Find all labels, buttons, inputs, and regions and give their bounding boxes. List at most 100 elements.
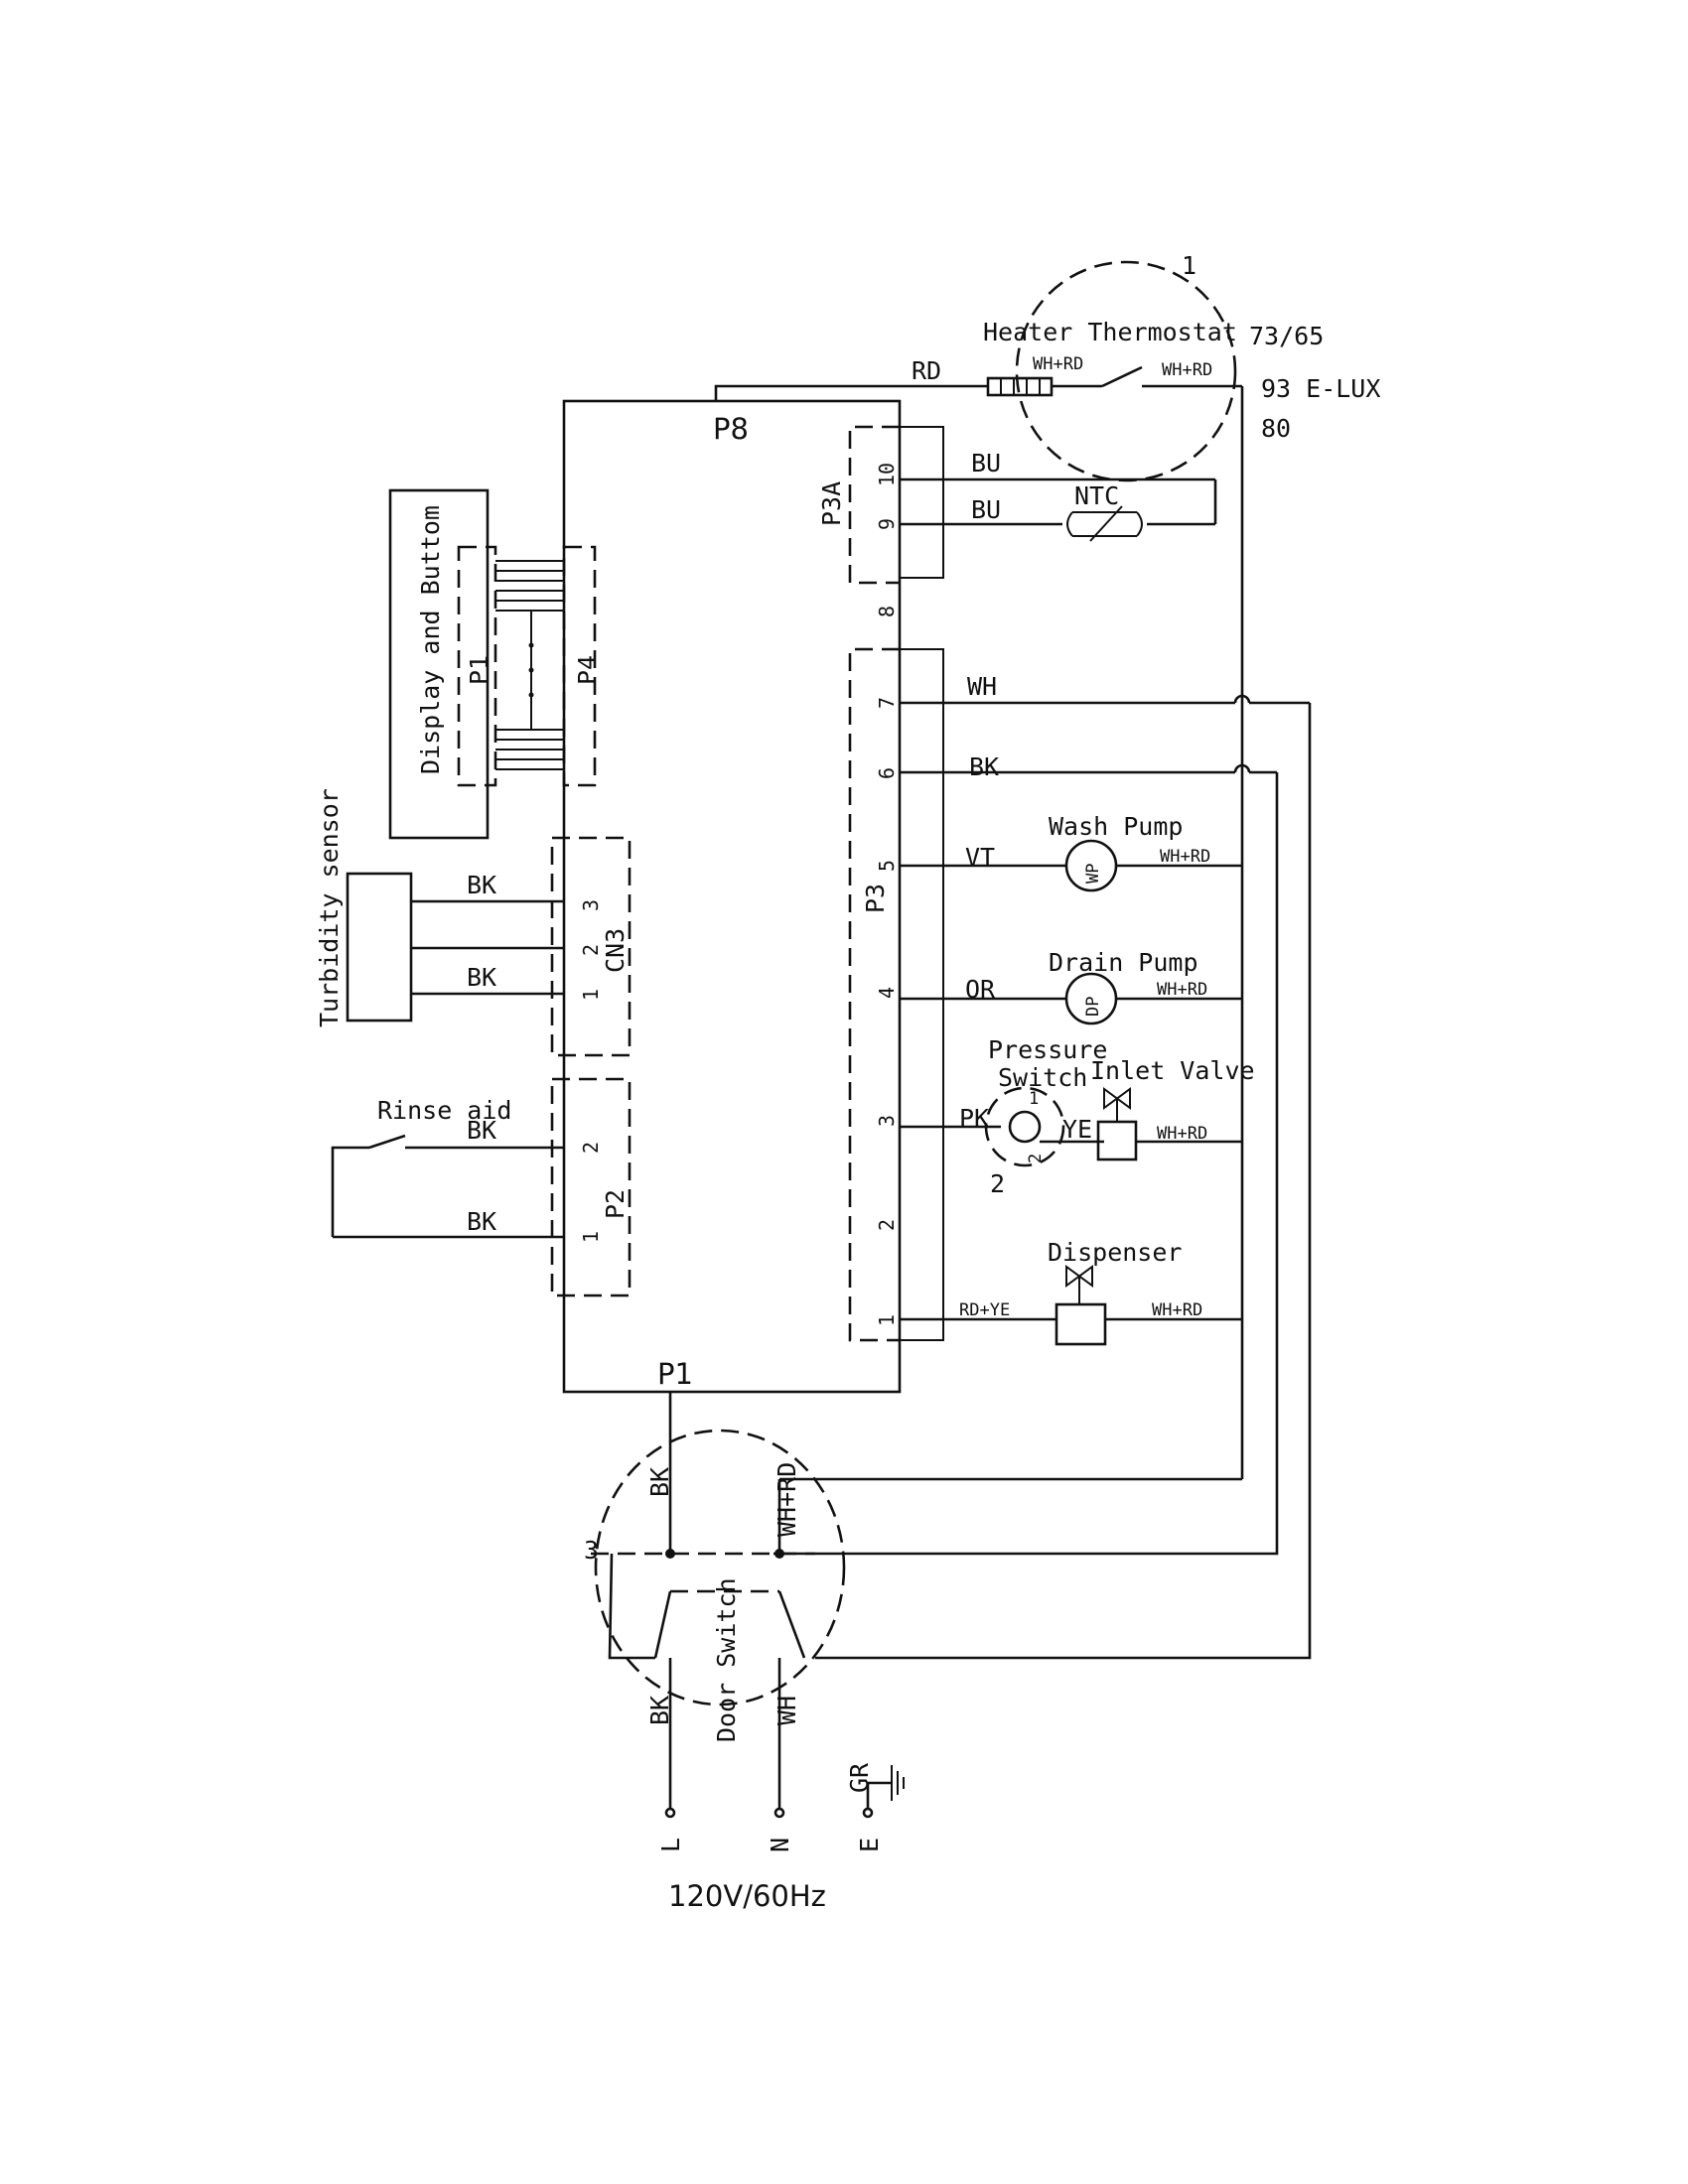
p2-pin-1: 1 [579, 1231, 603, 1243]
display-p1-dashed [457, 545, 497, 787]
p3-pin: 1 [875, 1314, 899, 1326]
control-board-outline [562, 399, 902, 1394]
p3-wire-4-label: OR [965, 975, 996, 1004]
display-p4-label: P4 [573, 655, 602, 685]
cn3-pin-3: 3 [579, 899, 603, 911]
inlet-valve-label: Inlet Valve [1090, 1056, 1255, 1085]
door-switch: 3 Door Switch BK WH+RD BK WH [584, 1392, 846, 1809]
ground-wire [866, 1781, 892, 1809]
pressure-switch-marker: 2 [990, 1169, 1005, 1198]
board-p1-label: P1 [657, 1357, 693, 1391]
l-junction [665, 1549, 675, 1559]
p3a-pin-8: 8 [875, 606, 899, 617]
inlet-valve-wire-label: WH+RD [1157, 1124, 1207, 1144]
wh-return-wire [815, 703, 1312, 1660]
ntc-sensor-icon [1066, 505, 1143, 542]
inlet-wire-in-label: YE [1062, 1115, 1092, 1144]
thermostat-temp-3: 80 [1261, 414, 1291, 443]
p3-pin: 2 [875, 1219, 899, 1231]
door-wire-l-top-label: BK [645, 1467, 674, 1497]
display-board-outline [388, 488, 490, 840]
p3a-dashed-box [848, 425, 900, 585]
thermostat-wire-left: WH+RD [1033, 354, 1083, 374]
supply-l-label: L [656, 1838, 685, 1852]
heater-thermostat: 1 Heater Thermostat WH+RD WH+RD 73/65 93… [714, 251, 1380, 482]
rinse-aid-wire-bottom-label: BK [467, 1207, 496, 1236]
door-switch-marker: 3 [584, 1536, 599, 1565]
pressure-switch-icon [1008, 1110, 1042, 1144]
board-p8-label: P8 [713, 412, 749, 446]
rd-wire [714, 384, 988, 401]
door-switch-dashed-circle [594, 1429, 846, 1706]
door-switch-ground-loop [608, 1553, 655, 1660]
pressure-switch-dashed-circle [984, 1086, 1065, 1167]
rinse-aid-wire-top-label: BK [467, 1116, 496, 1145]
p3-pin: 7 [875, 697, 899, 709]
p3a-pin-9: 9 [875, 518, 899, 530]
thermostat-temp-2: 93 E-LUX [1261, 374, 1380, 403]
turbidity-wire-bottom-label: BK [467, 963, 496, 992]
pressure-switch-label-1: Pressure [988, 1035, 1107, 1064]
p2-label: P2 [601, 1189, 630, 1219]
thermostat-contact-icon [1101, 365, 1143, 388]
ntc-label: NTC [1074, 481, 1119, 510]
dispenser-icon [1055, 1265, 1107, 1346]
wire-crossover [1233, 763, 1251, 773]
p3-wire-3-label: PK [959, 1104, 989, 1133]
door-switch-label: Door Switch [712, 1577, 741, 1742]
p3-pin: 4 [875, 987, 899, 999]
door-switch-contact-n-icon [777, 1590, 806, 1659]
drain-pump-label: Drain Pump [1049, 948, 1198, 977]
p3-wire-5-label: VT [965, 843, 995, 872]
p3-pin: 5 [875, 860, 899, 872]
p2-pin-2: 2 [579, 1142, 603, 1154]
p3a-pin-10: 10 [875, 463, 899, 486]
pressure-switch-label-2: Switch [998, 1063, 1087, 1092]
thermostat-title: Heater Thermostat [983, 318, 1237, 346]
inlet-valve-icon [1096, 1087, 1138, 1161]
p2-dashed-box [550, 1077, 632, 1297]
p3-wire-6-label: BK [969, 752, 999, 781]
thermostat-wire-right: WH+RD [1162, 360, 1212, 380]
p3a-label: P3A [817, 481, 846, 526]
cn3-pin-2: 2 [579, 944, 603, 956]
supply-gr-label: GR [845, 1762, 874, 1793]
display-ribbon-cable [495, 560, 564, 770]
wash-pump-symbol: WP [1083, 864, 1103, 884]
l-terminal [664, 1807, 676, 1819]
board-rd-label: RD [912, 356, 941, 385]
wire-crossover [1233, 694, 1251, 704]
supply-rating: 120V/60Hz [668, 1879, 826, 1913]
e-terminal [862, 1807, 874, 1819]
turbidity-sensor-label: Turbidity sensor [315, 788, 344, 1027]
p3-wire-7-label: WH [967, 672, 997, 701]
display-p1-label: P1 [465, 655, 493, 685]
pressure-contact-1: 1 [1029, 1089, 1039, 1109]
p3-wire-1-label: RD+YE [959, 1300, 1010, 1320]
turbidity-sensor-box [346, 872, 413, 1023]
pressure-contact-2: 2 [1026, 1154, 1046, 1163]
bu-wire-10-label: BU [971, 449, 1001, 478]
rinse-aid-switch-wire [331, 1146, 369, 1237]
turbidity-wire-top-label: BK [467, 871, 496, 899]
door-wire-l-bottom-label: BK [645, 1696, 674, 1725]
display-board: Display and Buttom P1 P4 [388, 488, 602, 840]
p3-housing [900, 648, 944, 1341]
wash-pump-label: Wash Pump [1049, 812, 1183, 841]
display-p4-dashed [562, 545, 597, 787]
cn3-dashed-box [550, 836, 632, 1057]
ground-icon [891, 1765, 905, 1801]
p3-label: P3 [861, 884, 890, 913]
bk-return-wire [774, 772, 1279, 1556]
p3-pin: 3 [875, 1115, 899, 1127]
p3-pin: 6 [875, 767, 899, 779]
drain-pump-symbol: DP [1083, 997, 1103, 1017]
cn3-pin-1: 1 [579, 989, 603, 1001]
drain-pump-wire-label: WH+RD [1157, 980, 1207, 1000]
cn3-label: CN3 [601, 928, 630, 973]
p3-dashed-box [848, 647, 900, 1342]
turbidity-sensor: Turbidity sensor BK BK CN3 3 2 1 [315, 788, 632, 1057]
rinse-aid-switch-icon [368, 1134, 406, 1150]
p3-connector: P3 7 6 5 4 3 2 1 WH BK VT WP Wash Pump W… [848, 647, 1310, 1346]
